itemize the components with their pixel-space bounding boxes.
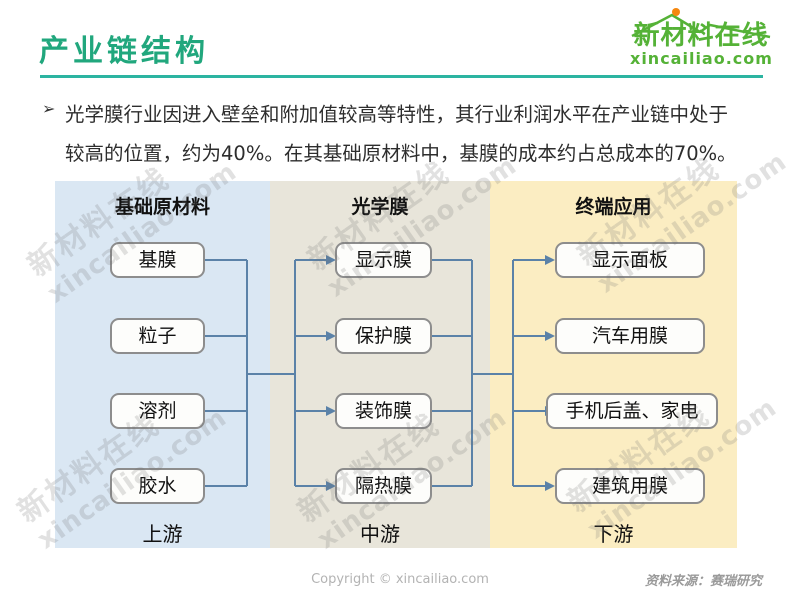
connector-lines (205, 255, 555, 491)
node-protective-film: 保护膜 (335, 318, 432, 354)
logo: 新材料在线 xincailiao.com (630, 6, 772, 67)
node-display-film: 显示膜 (335, 242, 432, 278)
node-particles: 粒子 (110, 318, 205, 354)
logo-domain: xincailiao.com (630, 49, 773, 68)
logo-house-icon (631, 8, 771, 39)
node-display-panel: 显示面板 (555, 242, 705, 278)
logo-name: 新材料在线 (633, 21, 769, 51)
stage-label-downstream: 下游 (593, 522, 634, 546)
arrowhead-icons (326, 255, 555, 491)
stage-label-upstream: 上游 (142, 522, 183, 546)
page-title: 产业链结构 (39, 34, 209, 69)
copyright-text: Copyright © xincailiao.com (311, 572, 489, 587)
column-header-raw-materials: 基础原材料 (114, 196, 210, 218)
column-header-optical-film: 光学膜 (351, 196, 409, 218)
node-solvent: 溶剂 (110, 393, 205, 429)
node-heat-insulation-film: 隔热膜 (335, 468, 432, 504)
header-divider (40, 75, 763, 78)
bullet-line-1: 光学膜行业因进入壁垒和附加值较高等特性，其行业利润水平在产业链中处于 (65, 103, 729, 126)
stage-label-midstream: 中游 (360, 522, 400, 546)
node-base-film: 基膜 (110, 242, 205, 278)
node-architectural-film: 建筑用膜 (555, 468, 705, 504)
bullet-line-2: 较高的位置，约为40%。在其基础原材料中，基膜的成本约占总成本的70%。 (65, 142, 737, 165)
node-glue: 胶水 (110, 468, 205, 504)
column-header-end-applications: 终端应用 (575, 196, 652, 218)
bullet-paragraph: 光学膜行业因进入壁垒和附加值较高等特性，其行业利润水平在产业链中处于 较高的位置… (65, 95, 759, 173)
bullet-arrow-icon: ➢ (42, 99, 56, 118)
data-source-text: 资料来源：赛瑞研究 (644, 574, 762, 589)
sun-icon (672, 8, 680, 16)
industry-chain-diagram: 基础原材料 上游 光学膜 中游 终端应用 下游 (55, 181, 737, 548)
node-decorative-film: 装饰膜 (335, 393, 432, 429)
node-phone-back-appliances: 手机后盖、家电 (546, 393, 718, 429)
node-automotive-film: 汽车用膜 (555, 318, 705, 354)
